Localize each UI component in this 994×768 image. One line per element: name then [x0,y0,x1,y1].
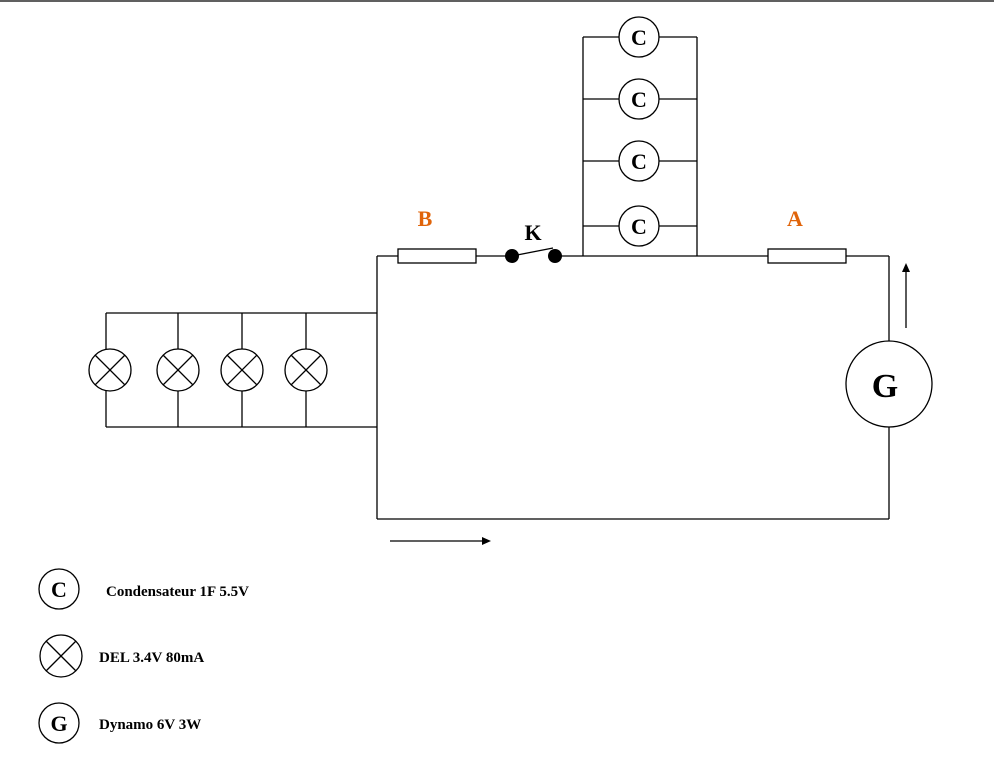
legend-item-capacitor: C Condensateur 1F 5.5V [38,568,249,610]
led-4 [284,348,328,392]
resistor-a-label: A [787,206,803,231]
legend-capacitor-text: Condensateur 1F 5.5V [106,584,249,600]
legend-capacitor-symbol: C [51,577,67,602]
legend-generator-symbol: G [50,711,67,736]
main-loop-wires [376,255,890,520]
capacitor-4: C [618,205,660,247]
legend: C Condensateur 1F 5.5V DEL 3.4V 80mA G D… [38,568,249,744]
generator-label: G [872,368,898,405]
capacitor-1: C [618,16,660,58]
capacitor-2: C [618,78,660,120]
legend-item-led: DEL 3.4V 80mA [39,634,204,678]
capacitor-2-label: C [631,87,647,112]
capacitor-bank: C C C C [582,16,698,256]
led-3 [220,348,264,392]
led-icon [39,634,83,678]
legend-item-generator: G Dynamo 6V 3W [38,702,201,744]
legend-generator-text: Dynamo 6V 3W [99,717,201,733]
generator-icon [38,702,80,744]
generator: G [845,340,933,428]
led-bank [88,312,377,428]
capacitor-4-label: C [631,214,647,239]
capacitor-3: C [618,140,660,182]
resistor-b [397,248,477,264]
capacitor-1-label: C [631,25,647,50]
current-arrow-right-icon [390,537,491,545]
resistor-b-label: B [418,206,433,231]
legend-led-text: DEL 3.4V 80mA [99,650,204,666]
led-1 [88,348,132,392]
resistor-a [767,248,847,264]
capacitor-icon [38,568,80,610]
current-arrow-up-icon [902,263,910,328]
led-2 [156,348,200,392]
switch-label: K [524,220,541,245]
switch-k [505,247,562,263]
capacitor-3-label: C [631,149,647,174]
